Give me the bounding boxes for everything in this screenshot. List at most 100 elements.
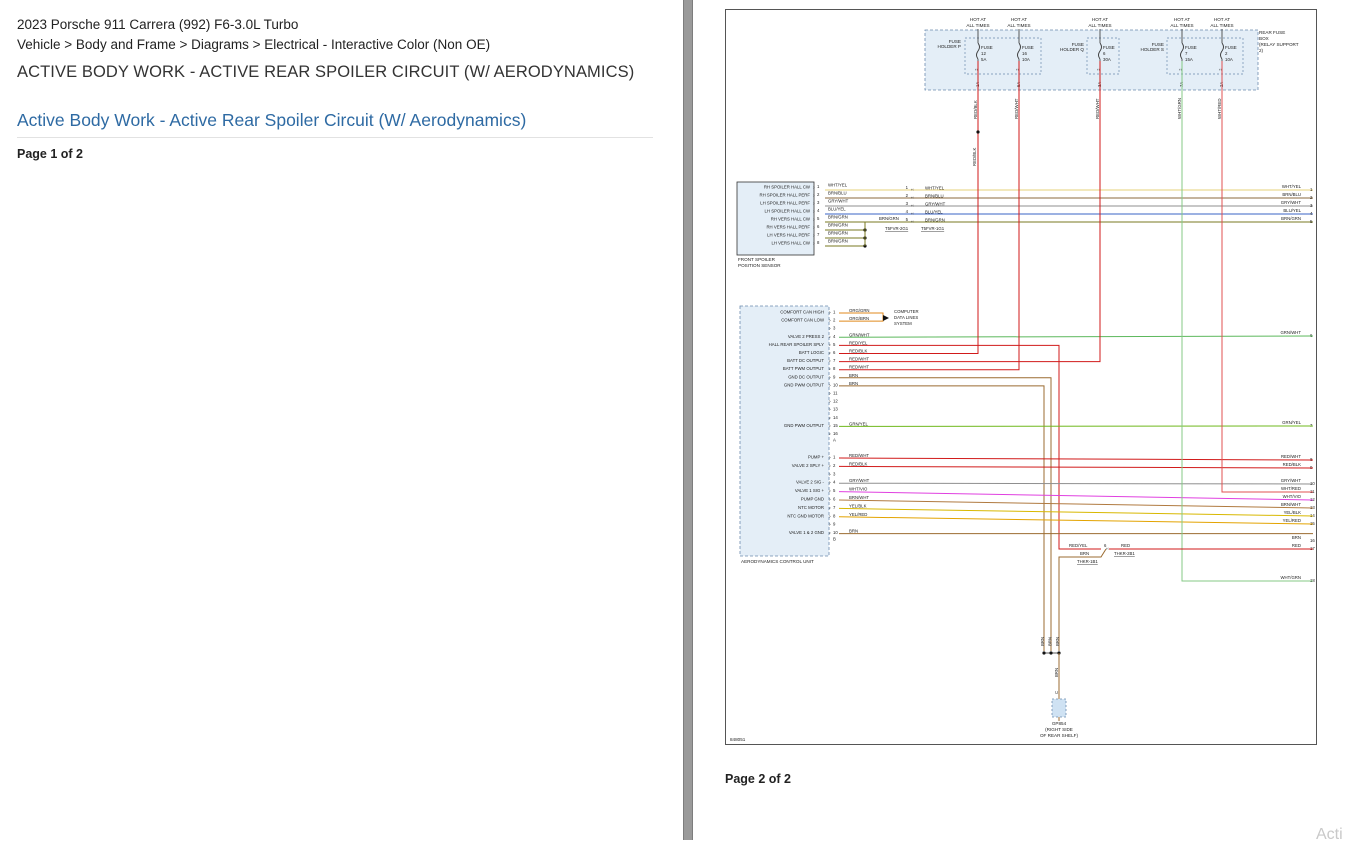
- fuse-wire-label: RED/BLK: [973, 100, 978, 119]
- aero-pin-connector: ›: [829, 480, 831, 486]
- right-wire-label: GRY/WHT: [1281, 200, 1302, 205]
- sensor-pin-connector: ›: [813, 193, 815, 199]
- aero-wire-batt-pwm: [839, 101, 1019, 370]
- fuse-holder-label: HOLDER P: [938, 44, 962, 49]
- aero-pin-label: VALVE 2 PRESS 2: [788, 334, 825, 339]
- aero-wire-label: GRY/WHT: [849, 478, 870, 483]
- sensor-wire-label: WHT/YEL: [828, 183, 848, 188]
- aero-pin-connector: ›: [829, 318, 831, 324]
- aero-pin-label: HALL REAR SPOILER SPLY: [769, 342, 825, 347]
- sensor-pin-number: 4: [817, 208, 820, 213]
- aero-wire-ntc-motor: [839, 508, 1313, 516]
- fuse-hot-label: ALL TIMES: [1170, 23, 1193, 28]
- right-wire-label: RED/BLK: [1283, 462, 1302, 467]
- aero-pin-number: 2: [833, 318, 836, 323]
- aero-pin-connector: ›: [829, 463, 831, 469]
- inline-connector-pin: 5: [906, 217, 909, 222]
- aero-wire-valve1-sig: [839, 492, 1313, 500]
- aero-wire-gnd-dc: [839, 378, 1051, 651]
- sensor-wire-label: BRN/GRN: [828, 239, 848, 244]
- fuse-label: 10A: [1022, 57, 1030, 62]
- splice-wire-label: BRN/GRN: [879, 216, 899, 221]
- fuse-label: 5A: [981, 57, 986, 62]
- aero-pin-connector: ›: [829, 472, 831, 478]
- page-split-divider[interactable]: [683, 0, 693, 840]
- fuse-label: FUSE: [1225, 45, 1237, 50]
- ground-connector-label: C: [1054, 691, 1059, 694]
- rear-fuse-box-label: REAR FUSE: [1259, 30, 1285, 35]
- aero-pin-number: 3: [833, 326, 836, 331]
- fuse-label: FUSE: [1022, 45, 1034, 50]
- aero-pin-number: 7: [833, 358, 836, 363]
- sensor-pin-number: 8: [817, 240, 820, 245]
- inline-wire-label: RED/YEL: [1069, 543, 1088, 548]
- page-1-label: Page 1 of 2: [17, 147, 83, 161]
- aero-pin-number: 15: [833, 423, 838, 428]
- fuse-label: 12: [981, 51, 986, 56]
- inline-connector-pin: 2: [906, 193, 909, 198]
- aero-pin-number: 4: [833, 480, 836, 485]
- aero-pin-connector: ›: [829, 399, 831, 405]
- sensor-pin-label: RH VERS HALL PERF: [766, 225, 810, 230]
- aero-pin-label: NTC MOTOR: [798, 505, 824, 510]
- aero-pin-number: 5: [833, 488, 836, 493]
- fuse-hot-label: HOT AT: [1214, 17, 1230, 22]
- section-title[interactable]: Active Body Work - Active Rear Spoiler C…: [17, 110, 526, 131]
- aero-pin-label: PUMP +: [808, 455, 825, 460]
- aero-wire-pump: [839, 458, 1313, 460]
- aero-pin-number: 8: [833, 513, 836, 518]
- aero-pin-connector: ›: [829, 310, 831, 316]
- aero-pin-connector: ›: [829, 432, 831, 438]
- aero-pin-connector: ›: [829, 497, 831, 503]
- inline-connector-pin: 3: [906, 201, 909, 206]
- aero-pin-label: VALVE 2 SPLY +: [792, 463, 825, 468]
- aero-pin-label: COMFORT CAN HIGH: [780, 310, 824, 315]
- right-wire-label: RED: [1292, 543, 1301, 548]
- aero-pin-number: 5: [833, 342, 836, 347]
- aero-wire-label: BRN/WHT: [849, 495, 869, 500]
- sensor-pin-number: 1: [817, 184, 820, 189]
- aero-wire-label: YEL/BLK: [849, 503, 867, 508]
- aero-wire-label: GRN/YEL: [849, 421, 868, 426]
- sensor-pin-label: RH SPOILER HALL CW: [764, 185, 811, 190]
- sensor-pin-label: LH VERS HALL CW: [771, 241, 810, 246]
- aero-pin-number: 12: [833, 399, 838, 404]
- inline-wire-label: RED: [1121, 543, 1130, 548]
- aero-pin-number: 9: [833, 374, 836, 379]
- aero-wire-label: RED/YEL: [849, 340, 868, 345]
- right-wire-number: 16: [1310, 538, 1315, 543]
- breadcrumb[interactable]: Vehicle > Body and Frame > Diagrams > El…: [17, 37, 490, 52]
- right-wire-label: BRN/WHT: [1281, 502, 1301, 507]
- sensor-pin-label: RH SPOILER HALL PERF: [760, 193, 811, 198]
- ground-wire-label: BRN: [1055, 637, 1060, 646]
- fuse-hot-label: ALL TIMES: [1088, 23, 1111, 28]
- inline-connector-pin: 1: [906, 185, 909, 190]
- aero-wire-label: ORG/GRN: [849, 308, 870, 313]
- aero-pin-number: 1: [833, 455, 836, 460]
- aero-wire-ntc-gnd: [839, 517, 1313, 524]
- right-wire-label: WHT/GRN: [1280, 575, 1301, 580]
- fuse-wire-label: WHT/GRN: [1177, 98, 1182, 119]
- section-divider: [17, 137, 653, 138]
- aero-pin-connector: ›: [829, 531, 831, 537]
- sensor-pin-number: 5: [817, 216, 820, 221]
- ground-point-box: [1052, 699, 1066, 717]
- fuse2-wire: [1222, 101, 1313, 492]
- aero-pin-number: 10: [833, 530, 838, 535]
- aero-connector-letter: B: [833, 537, 836, 542]
- aero-pin-connector: ›: [829, 514, 831, 520]
- aero-pin-number: 1: [833, 310, 836, 315]
- fuse-label: 16: [1022, 51, 1027, 56]
- right-wire-label: BRN/GRN: [1281, 216, 1301, 221]
- aero-wire-pump-gnd: [839, 500, 1313, 508]
- inline-connector-pin: 4: [906, 209, 909, 214]
- splice-wire-label: RED/BLK: [972, 147, 977, 166]
- right-wire-label: BRN/BLU: [1282, 192, 1301, 197]
- aero-wire-label: WHT/VIO: [849, 487, 868, 492]
- sensor-pin-label: LH VERS HALL PERF: [767, 233, 810, 238]
- aero-pin-connector: ›: [829, 375, 831, 381]
- ground-point-name: GP854: [1052, 721, 1067, 726]
- aero-pin-number: 6: [833, 350, 836, 355]
- aero-pin-connector: ›: [829, 423, 831, 429]
